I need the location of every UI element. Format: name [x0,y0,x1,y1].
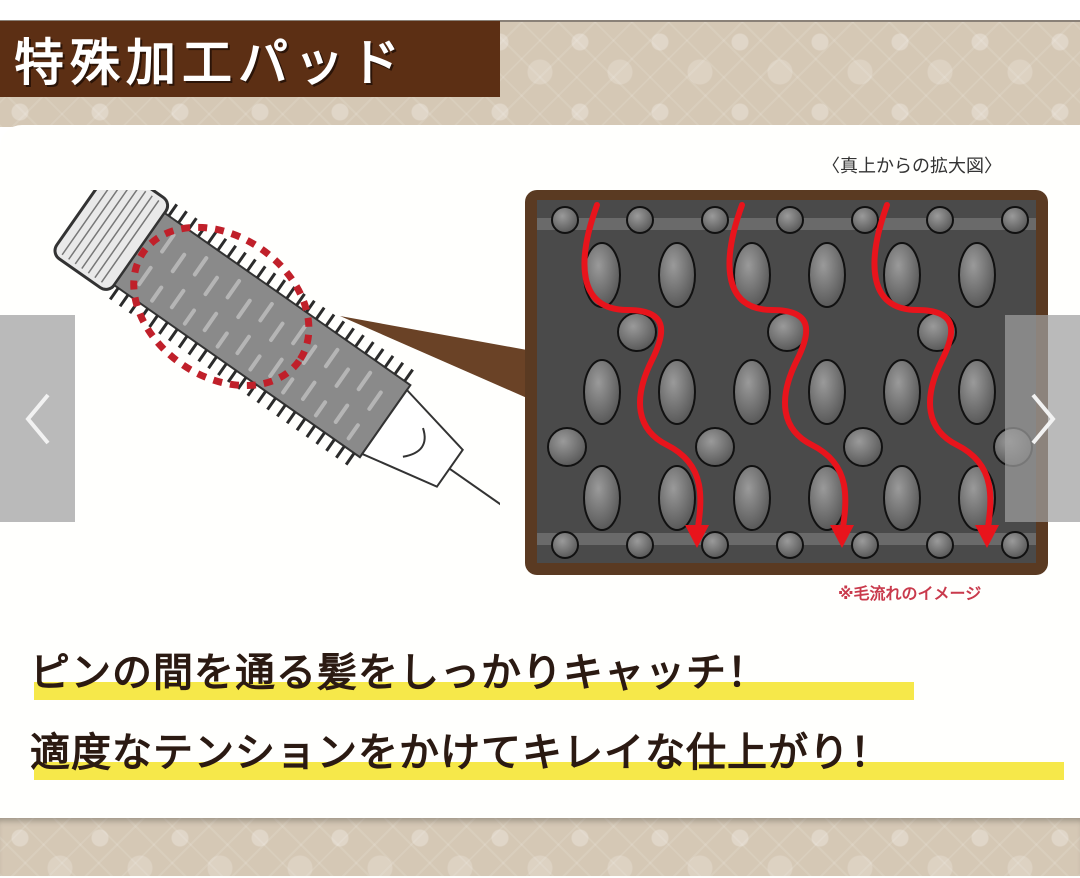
chevron-right-icon [1030,393,1056,444]
pad-pins-illustration [537,202,1036,559]
pad-closeup-diagram [525,190,1048,575]
title-banner: 特殊加工パッド [0,21,500,97]
highlight-line-1 [34,682,914,700]
zoom-caption: 〈真上からの拡大図〉 [822,156,1002,177]
hair-flow-note: ※毛流れのイメージ [838,584,982,603]
bottom-pattern-band [0,818,1080,876]
hair-flow-arrows [581,202,994,538]
carousel-next-button[interactable] [1005,315,1080,522]
chevron-left-icon [24,393,50,444]
highlight-line-2 [34,762,1064,780]
carousel-prev-button[interactable] [0,315,75,522]
headline-line-1: ピンの間を通る髪をしっかりキャッチ！ [30,650,768,696]
page-title: 特殊加工パッド [14,34,406,92]
headline-line-2: 適度なテンションをかけてキレイな仕上がり！ [30,730,891,776]
brush-illustration [40,165,516,610]
hair-brush-icon [53,165,516,516]
